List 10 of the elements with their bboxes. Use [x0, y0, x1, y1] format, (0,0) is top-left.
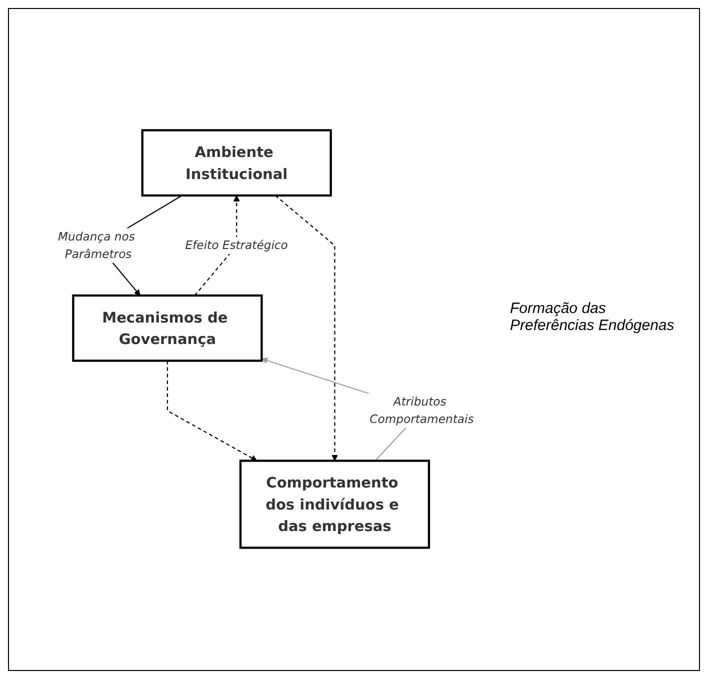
node-box: Ambiente Institucional: [141, 129, 332, 197]
edge-label: Mudança nos Parâmetros: [58, 230, 135, 261]
arrow: [274, 195, 338, 462]
arrow: [194, 195, 240, 296]
note-text: Formação das Preferências Endógenas: [510, 300, 676, 334]
node-box: Comportamento dos indivíduos e das empresas: [239, 460, 430, 549]
arrow: [166, 360, 258, 462]
node-box: Mecanismos de Governança: [72, 294, 263, 362]
edge-label: Atributos Comportamentais: [370, 394, 474, 426]
edge-label: Efeito Estratégico: [185, 238, 288, 252]
